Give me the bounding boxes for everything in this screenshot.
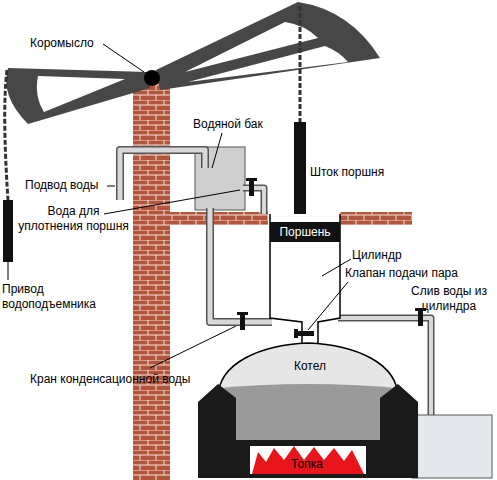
pump-rod xyxy=(3,200,13,262)
beam xyxy=(6,2,380,124)
flames xyxy=(252,446,364,474)
inlet-label: Подвод воды xyxy=(25,178,98,193)
pivot xyxy=(144,70,160,86)
piston: Поршень xyxy=(270,222,340,242)
cylinder xyxy=(270,214,340,348)
steam-valve-label: Клапан подачи пара xyxy=(345,266,458,281)
brick-floor xyxy=(170,212,268,225)
node-text: Поршень xyxy=(279,225,330,240)
brick-floor xyxy=(340,212,412,225)
boiler-water xyxy=(219,384,397,440)
boiler-label-box: Котел xyxy=(275,357,345,375)
drain-label: Слив воды из цилиндра xyxy=(408,284,490,314)
valves xyxy=(237,178,426,338)
leader-line xyxy=(8,262,9,280)
node-text: Котел xyxy=(294,359,326,374)
tank-label: Водяной бак xyxy=(193,117,263,132)
seal-water-label: Вода для уплотнения поршня xyxy=(16,204,131,234)
furnace-label-box: Топка xyxy=(277,455,337,473)
drain-container xyxy=(412,415,492,478)
boiler xyxy=(218,343,398,440)
chain xyxy=(299,6,302,122)
piston-rod xyxy=(294,122,306,224)
condensate-tap-label: Кран конденсационной воды xyxy=(30,372,190,387)
pump-drive-label: Привод водоподъемника xyxy=(2,282,102,312)
node-text: Топка xyxy=(291,457,323,472)
rod-label: Шток поршня xyxy=(310,165,384,180)
beam-label: Коромысло xyxy=(30,36,94,51)
furnace-housing xyxy=(198,384,418,478)
cylinder-label: Цилиндр xyxy=(352,248,402,263)
leader-lines xyxy=(103,44,351,368)
brick-column xyxy=(133,80,170,480)
chain xyxy=(5,70,8,200)
